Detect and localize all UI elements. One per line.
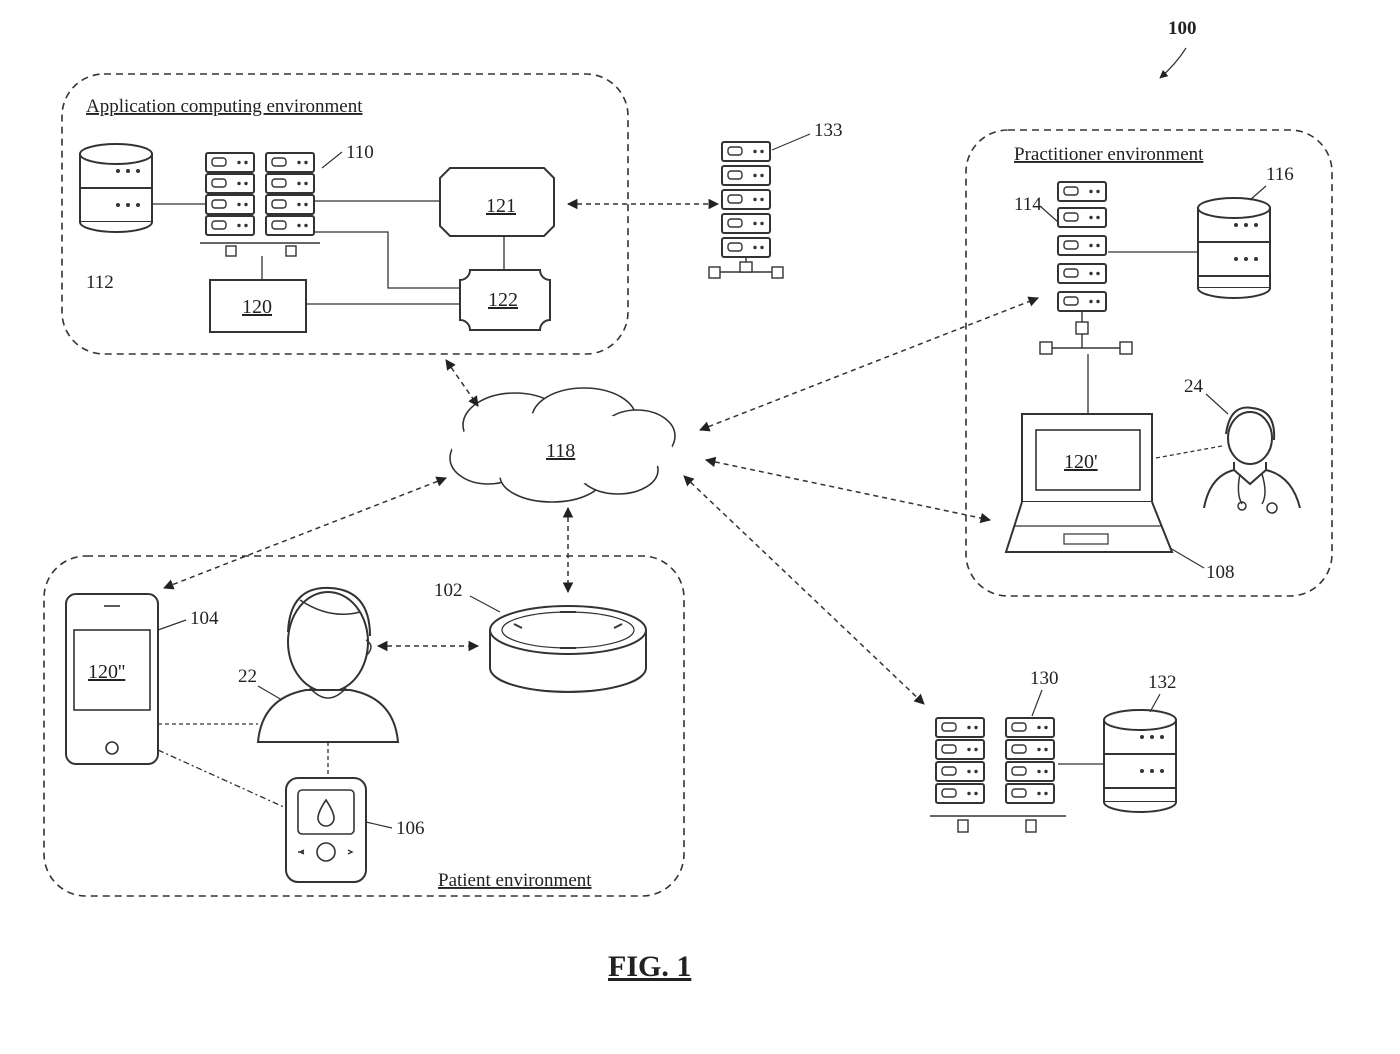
ref-121: 121 bbox=[486, 195, 516, 217]
ref-104: 104 bbox=[190, 608, 219, 629]
figure-number-arrow bbox=[1160, 48, 1186, 78]
ref-112: 112 bbox=[86, 272, 114, 293]
laptop-108-icon bbox=[1006, 414, 1172, 552]
practitioner-environment-label: Practitioner environment bbox=[1014, 144, 1204, 165]
glucose-meter-106-icon bbox=[286, 778, 366, 882]
application-environment-label: Application computing environment bbox=[86, 96, 363, 117]
server-114-icon bbox=[1040, 182, 1132, 354]
figure-number: 100 bbox=[1168, 18, 1197, 39]
practitioner-24-icon bbox=[1204, 408, 1300, 513]
laptop-screen-label: 120' bbox=[1064, 451, 1098, 473]
patient-environment-label: Patient environment bbox=[438, 870, 592, 891]
database-112-icon bbox=[80, 144, 152, 232]
link-app-network bbox=[446, 360, 478, 406]
server-110-icon bbox=[200, 153, 320, 256]
ref-22: 22 bbox=[238, 666, 257, 687]
ref-133: 133 bbox=[814, 120, 843, 141]
smart-speaker-102-icon bbox=[490, 606, 646, 692]
link-network-phone bbox=[164, 478, 446, 588]
ref-24: 24 bbox=[1184, 376, 1204, 397]
ref-118: 118 bbox=[546, 440, 575, 462]
ref-108: 108 bbox=[1206, 562, 1235, 583]
ref-102: 102 bbox=[434, 580, 463, 601]
database-132-icon bbox=[1104, 710, 1176, 812]
patient-22-icon bbox=[258, 588, 398, 742]
ref-122: 122 bbox=[488, 289, 518, 311]
ref-120: 120 bbox=[242, 296, 272, 318]
ref-116: 116 bbox=[1266, 164, 1294, 185]
ref-106: 106 bbox=[396, 818, 425, 839]
server-130-icon bbox=[930, 718, 1066, 832]
link-network-laptop bbox=[706, 460, 990, 520]
ref-130: 130 bbox=[1030, 668, 1059, 689]
server-133-icon bbox=[709, 142, 783, 278]
link-network-server-130 bbox=[684, 476, 924, 704]
link-network-server-114 bbox=[700, 298, 1038, 430]
ref-114: 114 bbox=[1014, 194, 1042, 215]
ref-132: 132 bbox=[1148, 672, 1177, 693]
phone-screen-label: 120'' bbox=[88, 661, 125, 683]
ref-110: 110 bbox=[346, 142, 374, 163]
figure-caption: FIG. 1 bbox=[608, 950, 691, 983]
database-116-icon bbox=[1198, 198, 1270, 298]
